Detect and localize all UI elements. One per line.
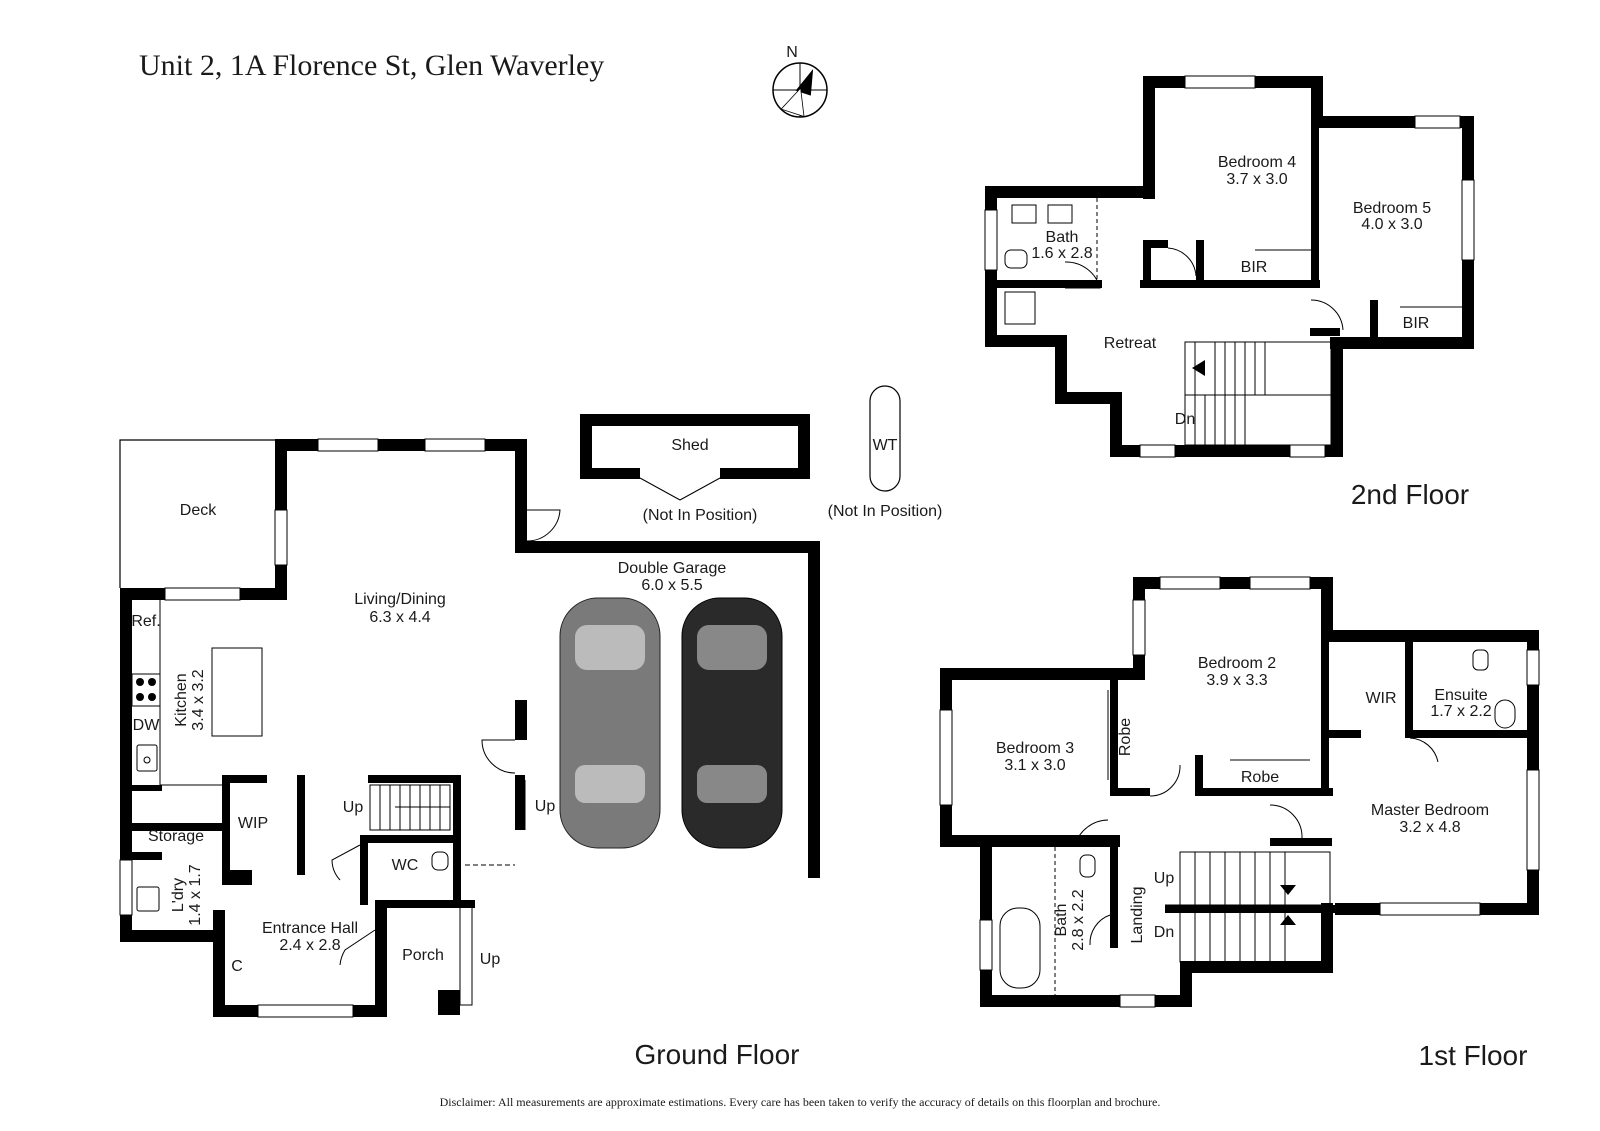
bed3-label: Bedroom 3 [996,740,1074,757]
ref-label: Ref. [131,613,160,630]
kitchen-dim: 3.4 x 3.2 [190,669,207,730]
garage-label: Double Garage [618,560,727,577]
bed5-label: Bedroom 5 [1353,200,1431,217]
second-floor-plan [984,75,1475,458]
robe2-label: Robe [1241,769,1279,786]
laundry-tub-icon [136,886,160,912]
master-label: Master Bedroom [1371,802,1489,819]
landing-label: Landing [1129,887,1146,944]
bath2-label: Bath [1046,229,1079,246]
shed-label: Shed [671,437,708,454]
kitchen-label: Kitchen [173,673,190,726]
kitchen-sink-icon [136,744,158,772]
wt-note: (Not In Position) [828,503,943,520]
living-dim: 6.3 x 4.4 [369,609,430,626]
bath2-dim: 1.6 x 2.8 [1031,245,1092,262]
ensuite-dim: 1.7 x 2.2 [1430,703,1491,720]
bed5-dim: 4.0 x 3.0 [1361,216,1422,233]
garage-dim: 6.0 x 5.5 [641,577,702,594]
first-floor-title: 1st Floor [1419,1040,1528,1071]
first-floor-plan [939,576,1540,1008]
deck-label: Deck [180,502,217,519]
dw-label: DW [133,717,161,734]
cooktop-icon [131,673,161,707]
retreat-label: Retreat [1104,335,1157,352]
car-black-icon [681,597,783,849]
compass-icon [772,62,828,118]
master-dim: 3.2 x 4.8 [1399,819,1460,836]
garage-up-label: Up [535,798,556,815]
entrance-dim: 2.4 x 2.8 [279,937,340,954]
laundry-label: L'dry [170,878,187,912]
wc-label: WC [392,857,419,874]
water-tank-icon [869,385,901,492]
bed4-dim: 3.7 x 3.0 [1226,171,1287,188]
bed4-label: Bedroom 4 [1218,154,1296,171]
compass-north-label: N [786,44,798,61]
ensuite-label: Ensuite [1434,687,1487,704]
car-grey-icon [559,597,661,849]
porch-up-label: Up [480,951,501,968]
second-floor-stairs [1184,341,1332,446]
wir-label: WIR [1365,690,1396,707]
laundry-dim: 1.4 x 1.7 [187,864,204,925]
wt-label: WT [873,437,898,454]
bed2-dim: 3.9 x 3.3 [1206,672,1267,689]
entrance-label: Entrance Hall [262,920,358,937]
wip-label: WIP [238,815,268,832]
living-label: Living/Dining [354,591,446,608]
dn1-label: Dn [1154,924,1174,941]
shed-note: (Not In Position) [643,507,758,524]
up1-label: Up [1154,870,1175,887]
storage-label: Storage [148,828,204,845]
second-floor-title: 2nd Floor [1351,479,1469,510]
bir1-label: BIR [1241,259,1268,276]
robe1-label: Robe [1117,718,1134,756]
porch-label: Porch [402,947,444,964]
dn2-label: Dn [1175,411,1195,428]
bath1-label: Bath [1053,904,1070,937]
stairs-up-label: Up [343,799,364,816]
bed3-dim: 3.1 x 3.0 [1004,757,1065,774]
first-floor-stairs [1165,851,1331,963]
closet-label: C [231,958,243,975]
ground-stairs [369,784,451,831]
bath1-dim: 2.8 x 2.2 [1070,889,1087,950]
shed-plan [580,414,810,501]
ground-floor-title: Ground Floor [635,1039,800,1070]
bir2-label: BIR [1403,315,1430,332]
bed2-label: Bedroom 2 [1198,655,1276,672]
ground-floor-plan [119,438,820,1018]
address-title: Unit 2, 1A Florence St, Glen Waverley [139,49,604,82]
disclaimer: Disclaimer: All measurements are approxi… [440,1095,1161,1109]
